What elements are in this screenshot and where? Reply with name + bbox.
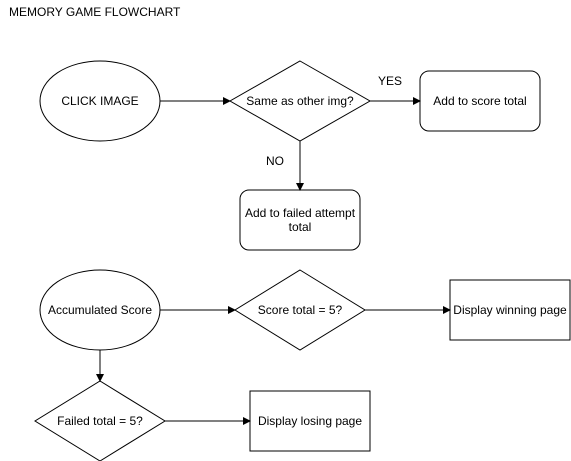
accumulated-score-label: Accumulated Score [47,303,153,317]
failed-total-label: Failed total = 5? [57,414,143,428]
display-winning-label: Display winning page [453,303,567,317]
display-losing-label: Display losing page [257,414,363,428]
flowchart-title: MEMORY GAME FLOWCHART [9,5,181,19]
failed-total-decision [34,380,166,461]
score-total-decision [234,269,366,351]
yes-edge-label: YES [378,74,403,88]
display-losing-box [249,390,371,452]
add-score-label: Add to score total [433,94,527,108]
same-as-other-label: Same as other img? [246,94,354,108]
display-winning-box [449,279,571,341]
score-total-label: Score total = 5? [257,303,343,317]
click-image-label: CLICK IMAGE [61,94,139,108]
no-edge-label: NO [266,154,284,168]
add-failed-label: Add to failed attempt total [244,206,356,234]
